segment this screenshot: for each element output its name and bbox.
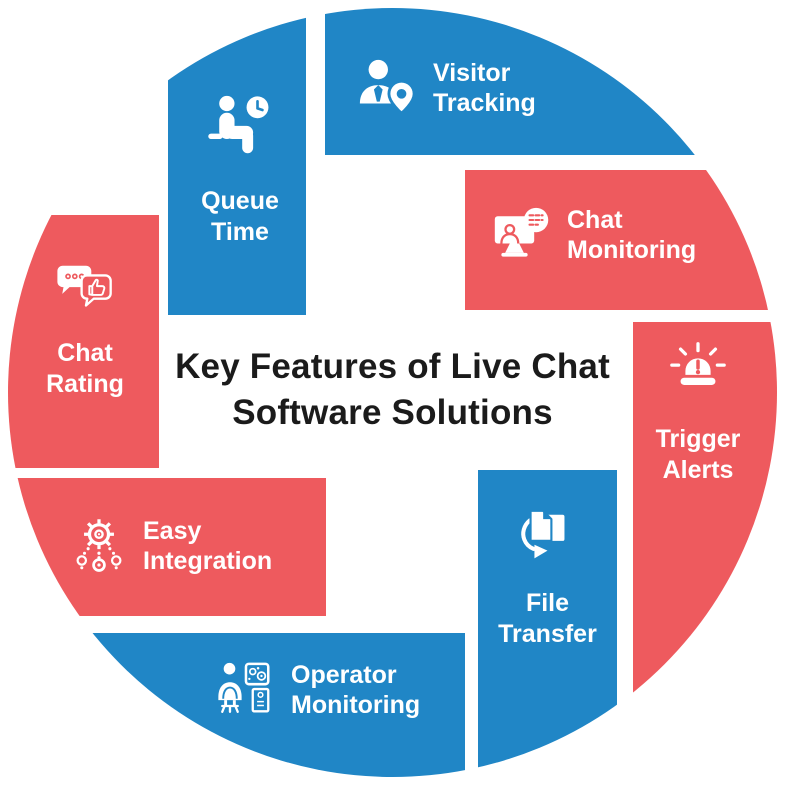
file-transfer-icon: [517, 506, 579, 568]
segment-trigger-alerts: Trigger Alerts: [640, 338, 756, 485]
segment-label: Trigger Alerts: [656, 424, 741, 485]
label-line: Monitoring: [291, 691, 421, 719]
segment-chat-rating-shape: [8, 215, 159, 468]
label-line: Chat: [57, 339, 113, 367]
label-line: Queue: [201, 187, 279, 215]
segment-label: File Transfer: [498, 588, 597, 649]
segment-label: Visitor Tracking: [433, 58, 536, 119]
title-line-1: Key Features of Live Chat: [175, 347, 610, 386]
segment-file-transfer: File Transfer: [489, 506, 606, 649]
segment-label: Operator Monitoring: [291, 660, 420, 721]
label-line: Chat: [567, 205, 623, 234]
operator-monitoring-icon: [214, 659, 276, 721]
segment-visitor-tracking: Visitor Tracking: [356, 50, 536, 126]
label-line: Integration: [143, 547, 273, 575]
label-line: Easy: [143, 516, 202, 545]
segment-easy-integration: Easy Integration: [70, 510, 272, 582]
visitor-tracking-icon: [356, 57, 418, 119]
label-line: Transfer: [498, 619, 597, 648]
label-line: Trigger: [655, 425, 741, 453]
label-line: Tracking: [433, 89, 536, 117]
label-line: Time: [211, 217, 269, 246]
segment-queue-time: Queue Time: [172, 92, 308, 247]
segment-label: Chat Monitoring: [567, 205, 696, 266]
label-line: Visitor: [433, 58, 511, 87]
chat-monitoring-icon: [492, 205, 552, 265]
label-line: Monitoring: [567, 236, 697, 264]
segment-label: Easy Integration: [143, 516, 272, 577]
segment-chat-monitoring: Chat Monitoring: [492, 198, 696, 272]
segment-queue-time-shape: [168, 8, 306, 315]
segment-label: Chat Rating: [46, 338, 124, 399]
waiting-clock-icon: [205, 92, 275, 162]
segment-chat-rating: Chat Rating: [26, 258, 144, 399]
label-line: File: [525, 589, 570, 617]
infographic-title: Key Features of Live Chat Software Solut…: [55, 344, 730, 436]
segment-trigger-alerts-shape: [633, 322, 777, 777]
segment-operator-monitoring: Operator Monitoring: [214, 652, 420, 728]
segment-label: Queue Time: [201, 186, 279, 247]
segment-easy-integration-shape: [8, 478, 326, 616]
title-line-2: Software Solutions: [232, 393, 553, 433]
chat-thumbs-up-icon: [54, 258, 116, 320]
siren-alert-icon: [667, 338, 729, 400]
label-line: Operator: [291, 660, 397, 689]
label-line: Rating: [46, 369, 124, 398]
gear-integration-icon: [70, 517, 128, 575]
label-line: Alerts: [662, 455, 734, 484]
